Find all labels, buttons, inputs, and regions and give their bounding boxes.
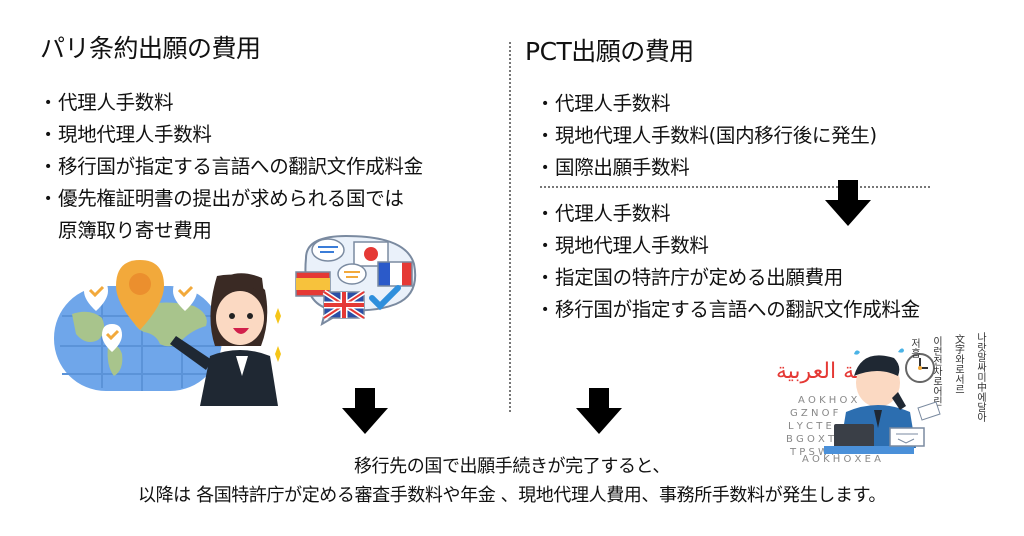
down-arrow-icon (825, 180, 871, 226)
svg-text:이런전차로어린: 이런전차로어린 (931, 336, 943, 406)
list-item: ・代理人手数料 (535, 202, 671, 225)
businesswoman-map-illustration (54, 260, 281, 406)
clock-icon (905, 353, 935, 383)
column-divider (509, 42, 511, 412)
pct-cost-list-after: ・代理人手数料 ・現地代理人手数料 ・指定国の特許庁が定める出願費用 ・移行国が… (535, 198, 920, 326)
footer-line-1: 移行先の国で出願手続きが完了すると、 (353, 456, 671, 477)
france-flag-icon (377, 261, 413, 287)
documents-icon (889, 401, 941, 447)
svg-text:A O K H O X: A O K H O X (798, 395, 858, 406)
svg-text:L Y C T E: L Y C T E (788, 421, 832, 432)
sparkle-icon (275, 308, 281, 362)
list-item: ・代理人手数料 (38, 91, 174, 114)
korean-text-icon: 저흡 이런전차로어린 文字와로서르 나랏말싸미中에달아 (909, 332, 987, 423)
list-item: ・移行国が指定する言語への翻訳文作成料金 (535, 298, 920, 321)
list-item: ・指定国の特許庁が定める出願費用 (535, 266, 844, 289)
paris-cost-list: ・代理人手数料 ・現地代理人手数料 ・移行国が指定する言語への翻訳文作成料金 ・… (38, 87, 423, 247)
down-arrow-icon (576, 388, 622, 434)
list-item: ・現地代理人手数料 (535, 234, 709, 257)
svg-text:T P S W M: T P S W M (789, 447, 840, 458)
list-item: ・移行国が指定する言語への翻訳文作成料金 (38, 155, 423, 178)
svg-text:A O K H O X E A: A O K H O X E A (802, 454, 881, 463)
list-item: ・優先権証明書の提出が求められる国では (38, 187, 404, 210)
laptop-icon (824, 424, 914, 454)
list-item: ・国際出願手数料 (535, 156, 690, 179)
uk-flag-icon (322, 289, 366, 321)
translator-illustration: اللغة العربية A O K H O X G Z N O F L Y … (776, 332, 987, 463)
list-item: ・現地代理人手数料(国内移行後に発生) (535, 124, 877, 147)
businesswoman-icon (170, 273, 278, 406)
paris-title: パリ条約出願の費用 (40, 34, 261, 63)
svg-text:나랏말싸미中에달아: 나랏말싸미中에달아 (975, 332, 987, 423)
list-item: ・代理人手数料 (535, 92, 671, 115)
footer-line-2: 以降は 各国特許庁が定める審査手数料や年金 、現地代理人費用、事務所手数料が発生… (137, 485, 887, 506)
speech-bubble-icon (337, 263, 367, 285)
sweat-drop-icon (854, 348, 904, 355)
pct-title: PCT出願の費用 (525, 37, 694, 66)
location-pin-icon (116, 260, 164, 330)
svg-text:G Z N O F: G Z N O F (790, 408, 839, 419)
check-icon (369, 285, 401, 311)
svg-text:文字와로서르: 文字와로서르 (953, 333, 965, 394)
list-item: ・現地代理人手数料 (38, 123, 212, 146)
svg-text:저흡: 저흡 (909, 338, 921, 358)
multilingual-bubble-illustration (295, 234, 417, 326)
down-arrow-icon (342, 388, 388, 434)
section-divider (540, 186, 930, 188)
speech-bubble-icon (311, 238, 345, 262)
scattered-letters-icon: A O K H O X G Z N O F L Y C T E B G O X … (786, 395, 881, 463)
list-item-continuation: 原簿取り寄せ費用 (58, 219, 212, 242)
pct-cost-list-before: ・代理人手数料 ・現地代理人手数料(国内移行後に発生) ・国際出願手数料 (535, 88, 877, 184)
svg-text:B G O X T: B G O X T (786, 434, 835, 445)
